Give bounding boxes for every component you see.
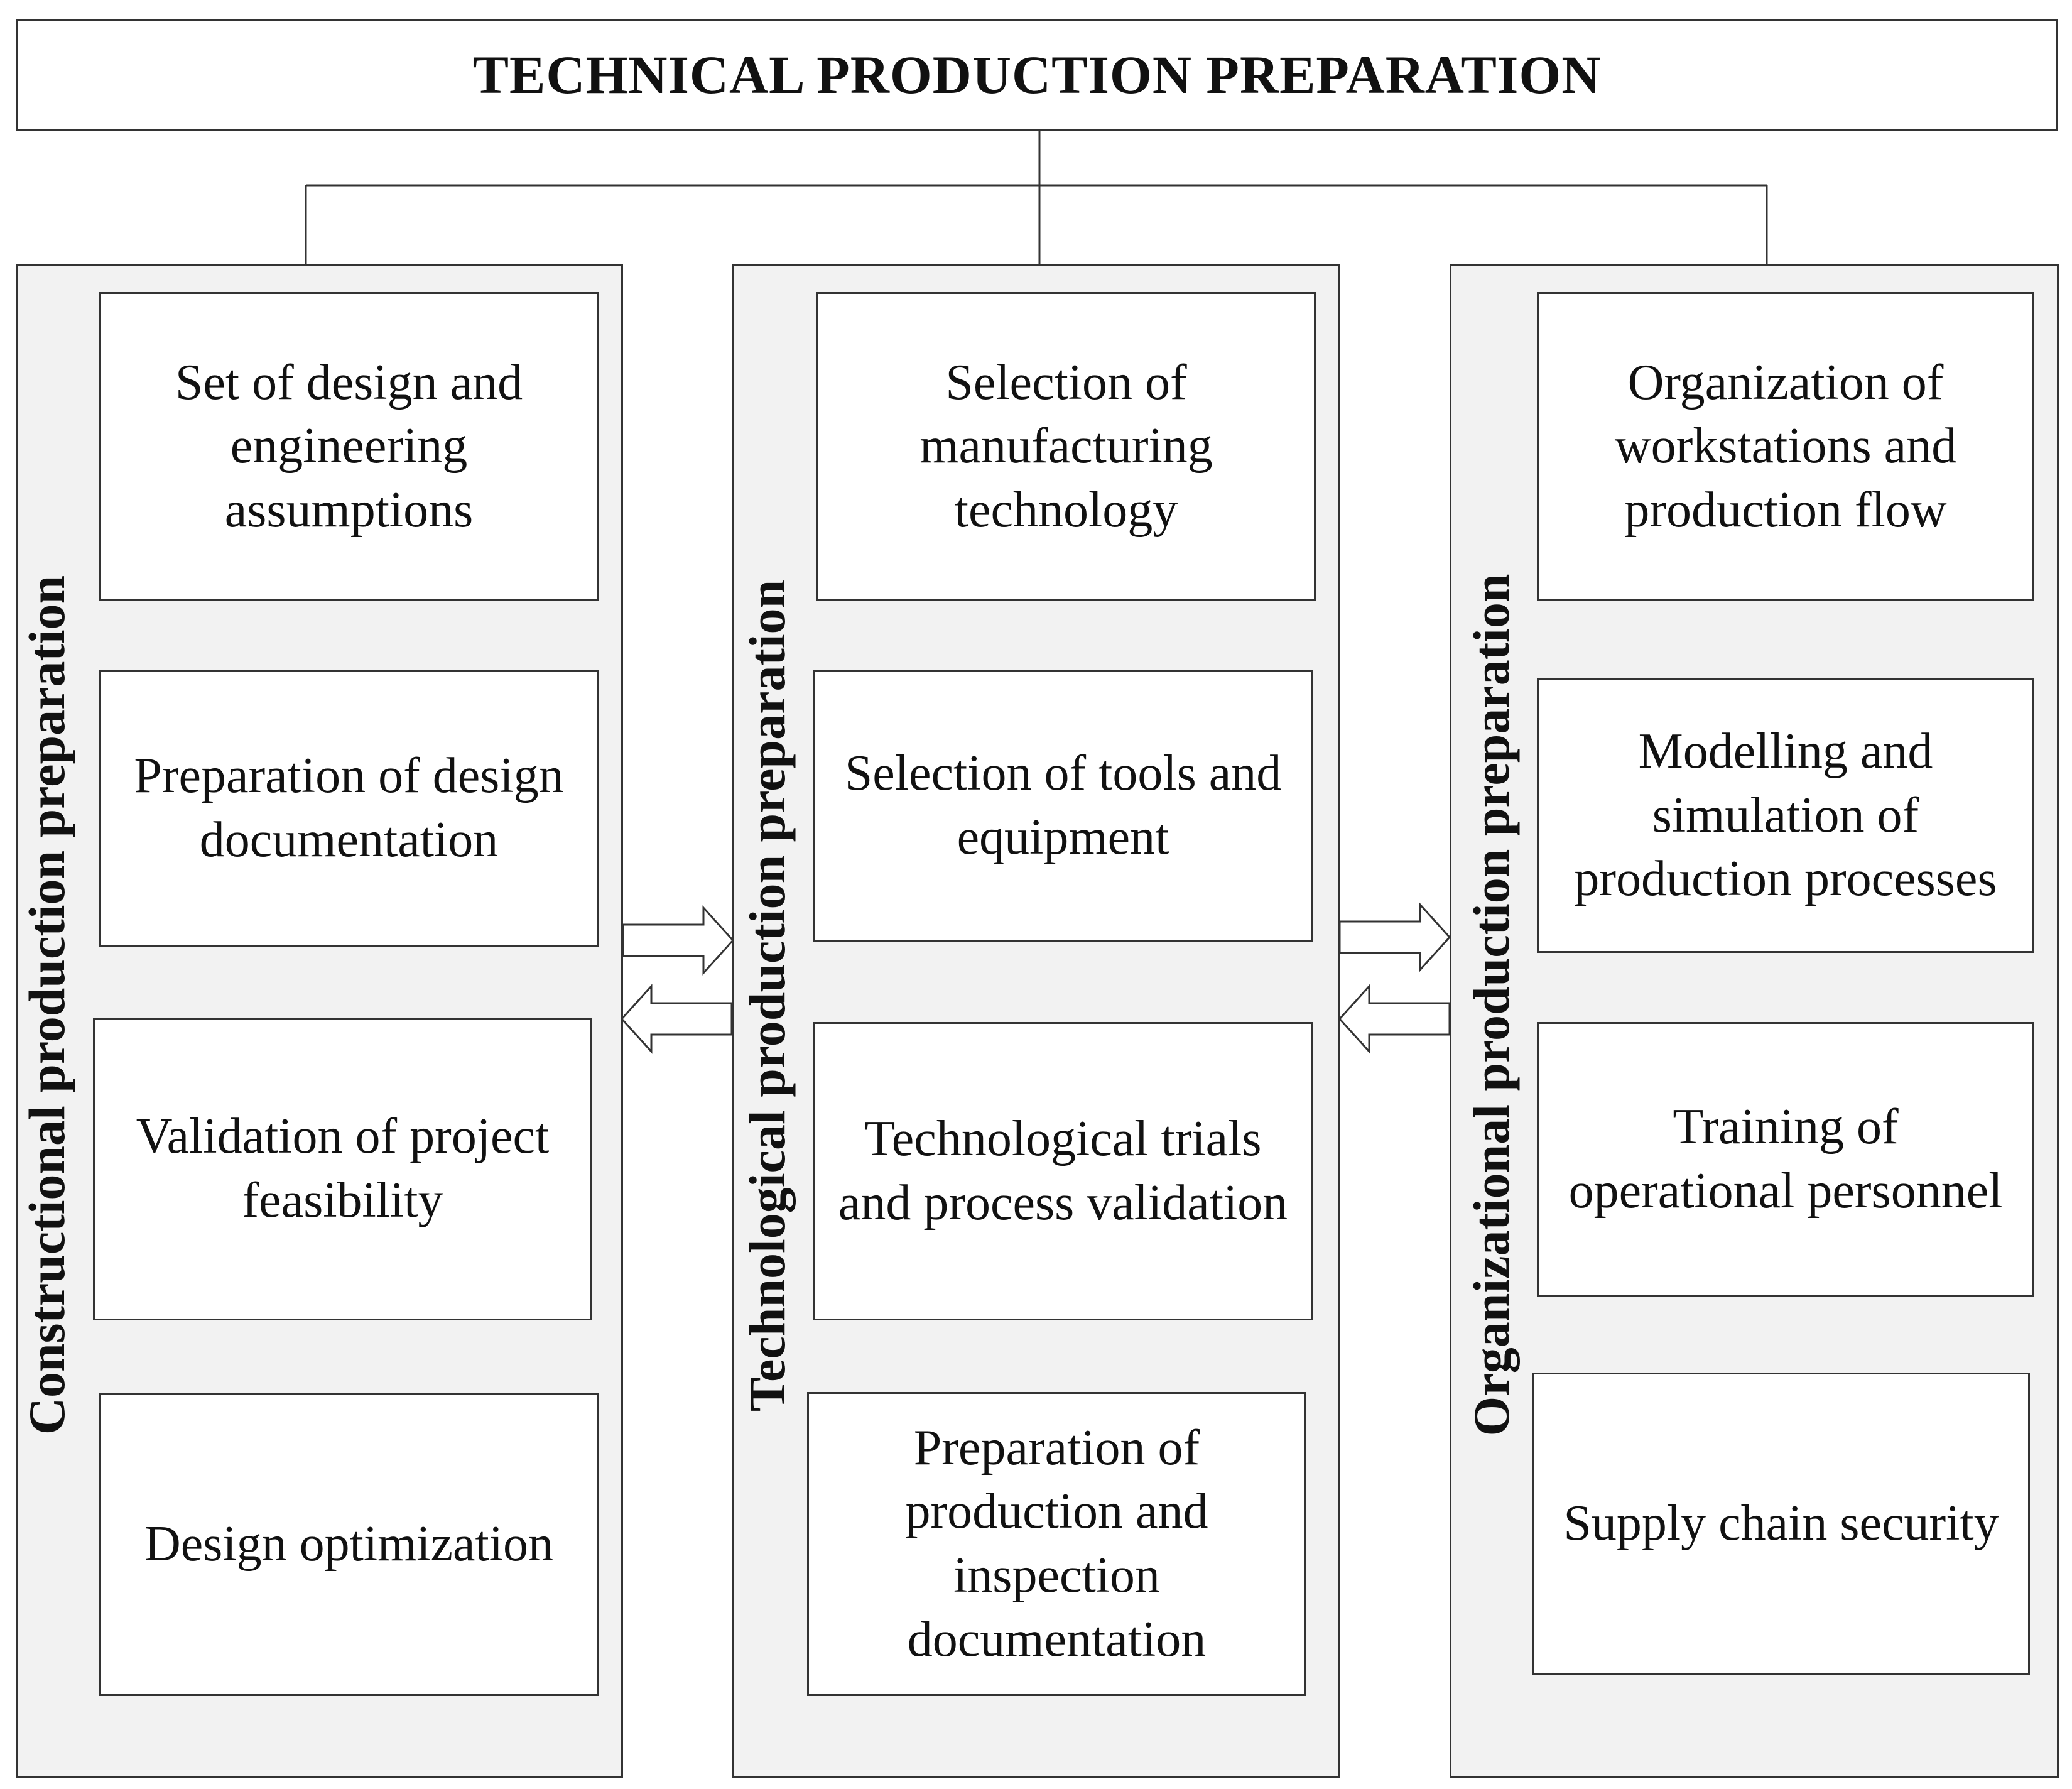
- step-production-documentation: Preparation of production and inspection…: [807, 1392, 1306, 1696]
- step-design-documentation: Preparation of design documentation: [99, 670, 599, 947]
- title-connector: [305, 131, 1768, 264]
- step-supply-chain: Supply chain security: [1532, 1373, 2030, 1675]
- column-label-technological: Technological production preparation: [739, 579, 796, 1412]
- column-label-constructional: Constructional production preparation: [18, 575, 75, 1435]
- exchange-arrow-col2-to-col3: [1338, 902, 1451, 972]
- step-design-optimization: Design optimization: [99, 1393, 599, 1696]
- column-label-organizational: Organizational production preparation: [1463, 574, 1520, 1437]
- diagram-title: TECHNICAL PRODUCTION PREPARATION: [16, 19, 2058, 131]
- step-personnel-training: Training of operational personnel: [1537, 1022, 2034, 1297]
- step-tools-equipment: Selection of tools and equipment: [813, 670, 1313, 942]
- step-modelling-simulation: Modelling and simulation of production p…: [1537, 678, 2034, 953]
- exchange-arrow-col2-to-col1: [620, 984, 733, 1054]
- exchange-arrow-col3-to-col2: [1338, 984, 1451, 1054]
- step-workstations-flow: Organization of workstations and product…: [1537, 292, 2034, 601]
- step-design-assumptions: Set of design and engineering assumption…: [99, 292, 599, 601]
- exchange-arrow-col1-to-col2: [622, 905, 735, 976]
- step-project-feasibility: Validation of project feasibility: [93, 1018, 592, 1320]
- step-technological-trials: Technological trials and process validat…: [813, 1022, 1313, 1320]
- step-manufacturing-technology: Selection of manufacturing technology: [816, 292, 1316, 601]
